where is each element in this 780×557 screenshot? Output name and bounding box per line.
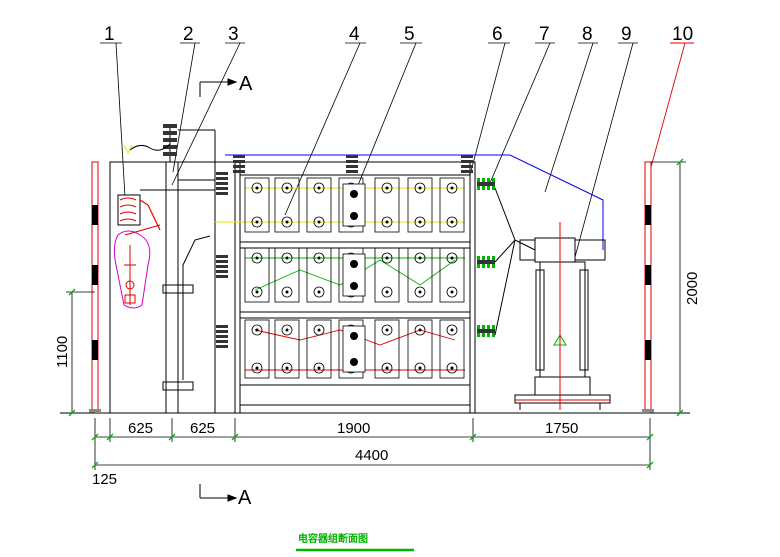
insulator-stack: [461, 155, 473, 173]
insulator-caps: [477, 182, 495, 333]
capacitor-unit: [439, 319, 465, 379]
capacitor-unit: [306, 177, 332, 233]
post-insulator: [342, 253, 366, 297]
insulator-stack: [216, 172, 228, 195]
phase-wiring-yellow: [215, 187, 465, 223]
capacitor-unit: [439, 177, 465, 233]
insulator-stack: [216, 325, 228, 348]
callout-7: 7: [539, 24, 550, 45]
capacitor-unit: [244, 177, 270, 233]
callout-4: 4: [349, 24, 360, 45]
capacitor-unit: [274, 177, 300, 233]
section-label-top: A: [239, 73, 253, 95]
dim-1100: 1100: [54, 336, 71, 368]
dim-1900: 1900: [337, 420, 370, 437]
callout-3: 3: [228, 24, 239, 45]
callout-1: 1: [104, 24, 115, 45]
capacitor-unit: [306, 319, 332, 379]
callout-8: 8: [582, 24, 593, 45]
dim-625-left: 625: [128, 420, 153, 437]
frame-insulators: [216, 155, 495, 348]
left-fence-post: [89, 161, 101, 413]
callout-2: 2: [183, 24, 194, 45]
section-label-bottom: A: [238, 487, 252, 509]
callout-leaders-red: [647, 42, 694, 179]
capacitor-unit: [306, 247, 332, 303]
dim-1750: 1750: [545, 420, 578, 437]
dim-2000: 2000: [684, 272, 701, 305]
capacitor-unit: [407, 247, 433, 303]
isolating-switch: [117, 194, 161, 236]
reactor-connection: [494, 187, 536, 336]
capacitor-unit: [374, 247, 400, 303]
callout-5: 5: [404, 24, 415, 45]
capacitor-unit: [244, 247, 270, 303]
blue-busbar: [225, 154, 604, 250]
capacitor-unit: [274, 247, 300, 303]
capacitor-unit: [439, 247, 465, 303]
callout-10: 10: [672, 24, 693, 45]
capacitor-unit: [407, 177, 433, 233]
earthing-switch: [124, 245, 136, 305]
callout-9: 9: [621, 24, 632, 45]
dim-625-right: 625: [190, 420, 215, 437]
dim-125: 125: [92, 471, 117, 488]
incoming-insulator: [123, 124, 177, 162]
capacitor-unit: [274, 319, 300, 379]
series-reactor: [514, 237, 611, 410]
callout-leaders: [100, 42, 638, 306]
right-fence-post: [642, 161, 654, 413]
section-marker-top: [199, 78, 238, 97]
capacitor-unit: [244, 319, 270, 379]
dim-4400: 4400: [355, 447, 388, 464]
dimension-ticks: [68, 158, 684, 469]
capacitor-unit: [374, 177, 400, 233]
post-insulator: [342, 183, 366, 227]
drawing-title: 电容器组断面图: [298, 532, 368, 545]
post-insulator: [342, 325, 366, 373]
insulator-stack: [233, 155, 245, 173]
callout-6: 6: [492, 24, 503, 45]
section-marker-bottom: [199, 484, 238, 502]
capacitor-units: [244, 177, 465, 379]
insulator-stack: [216, 255, 228, 278]
earthing-switch-outline: [113, 230, 151, 309]
insulator-stack: [346, 155, 358, 173]
dimension-lines: [66, 161, 686, 470]
capacitor-unit: [374, 319, 400, 379]
capacitor-unit: [407, 319, 433, 379]
